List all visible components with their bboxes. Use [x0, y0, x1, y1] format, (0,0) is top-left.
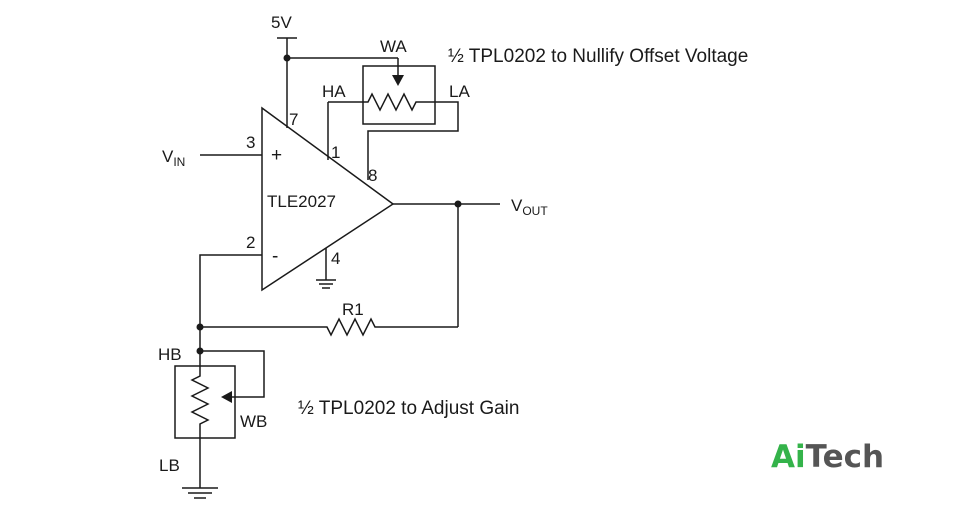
vin-input: VIN [162, 147, 262, 169]
aitech-logo: AiTech [771, 439, 884, 475]
r1-label: R1 [342, 300, 364, 319]
low-b-label: LB [159, 456, 180, 475]
pin-4-label: 4 [331, 249, 340, 268]
wiper-a-label: WA [380, 37, 407, 56]
la-to-pin8-wire [367, 101, 459, 180]
inverting-input-wire [199, 254, 262, 351]
pin-3-label: 3 [246, 133, 255, 152]
feedback-resistor-r1: R1 [200, 204, 459, 337]
wiper-b-label: WB [240, 412, 267, 431]
opamp-tle2027: TLE2027 + - 7 3 1 8 2 4 [246, 106, 395, 292]
supply-label: 5V [271, 13, 292, 32]
vout-output: VOUT [393, 196, 548, 218]
pin-1-label: 1 [331, 143, 340, 162]
pin-2-label: 2 [246, 233, 255, 252]
offset-note: ½ TPL0202 to Nullify Offset Voltage [448, 46, 748, 67]
vout-label: VOUT [511, 196, 548, 218]
high-a-label: HA [322, 82, 346, 101]
supply-to-offset-pot-wire [283, 54, 404, 86]
gain-potentiometer: HB WB LB ½ TPL0202 to Adjust Gain [158, 345, 519, 488]
bottom-ground [182, 487, 218, 499]
gain-note: ½ TPL0202 to Adjust Gain [298, 398, 519, 419]
vin-label: VIN [162, 147, 185, 169]
supply-5v: 5V [271, 13, 297, 128]
pin-8-label: 8 [368, 166, 377, 185]
opamp-ground [316, 248, 336, 289]
pin-7-label: 7 [289, 110, 298, 129]
high-b-label: HB [158, 345, 182, 364]
opamp-label: TLE2027 [267, 192, 336, 211]
minus-sign: - [272, 246, 278, 267]
offset-potentiometer: WA HA LA ½ TPL0202 to Nullify Offset Vol… [322, 37, 748, 125]
plus-sign: + [271, 145, 282, 166]
low-a-label: LA [449, 82, 470, 101]
